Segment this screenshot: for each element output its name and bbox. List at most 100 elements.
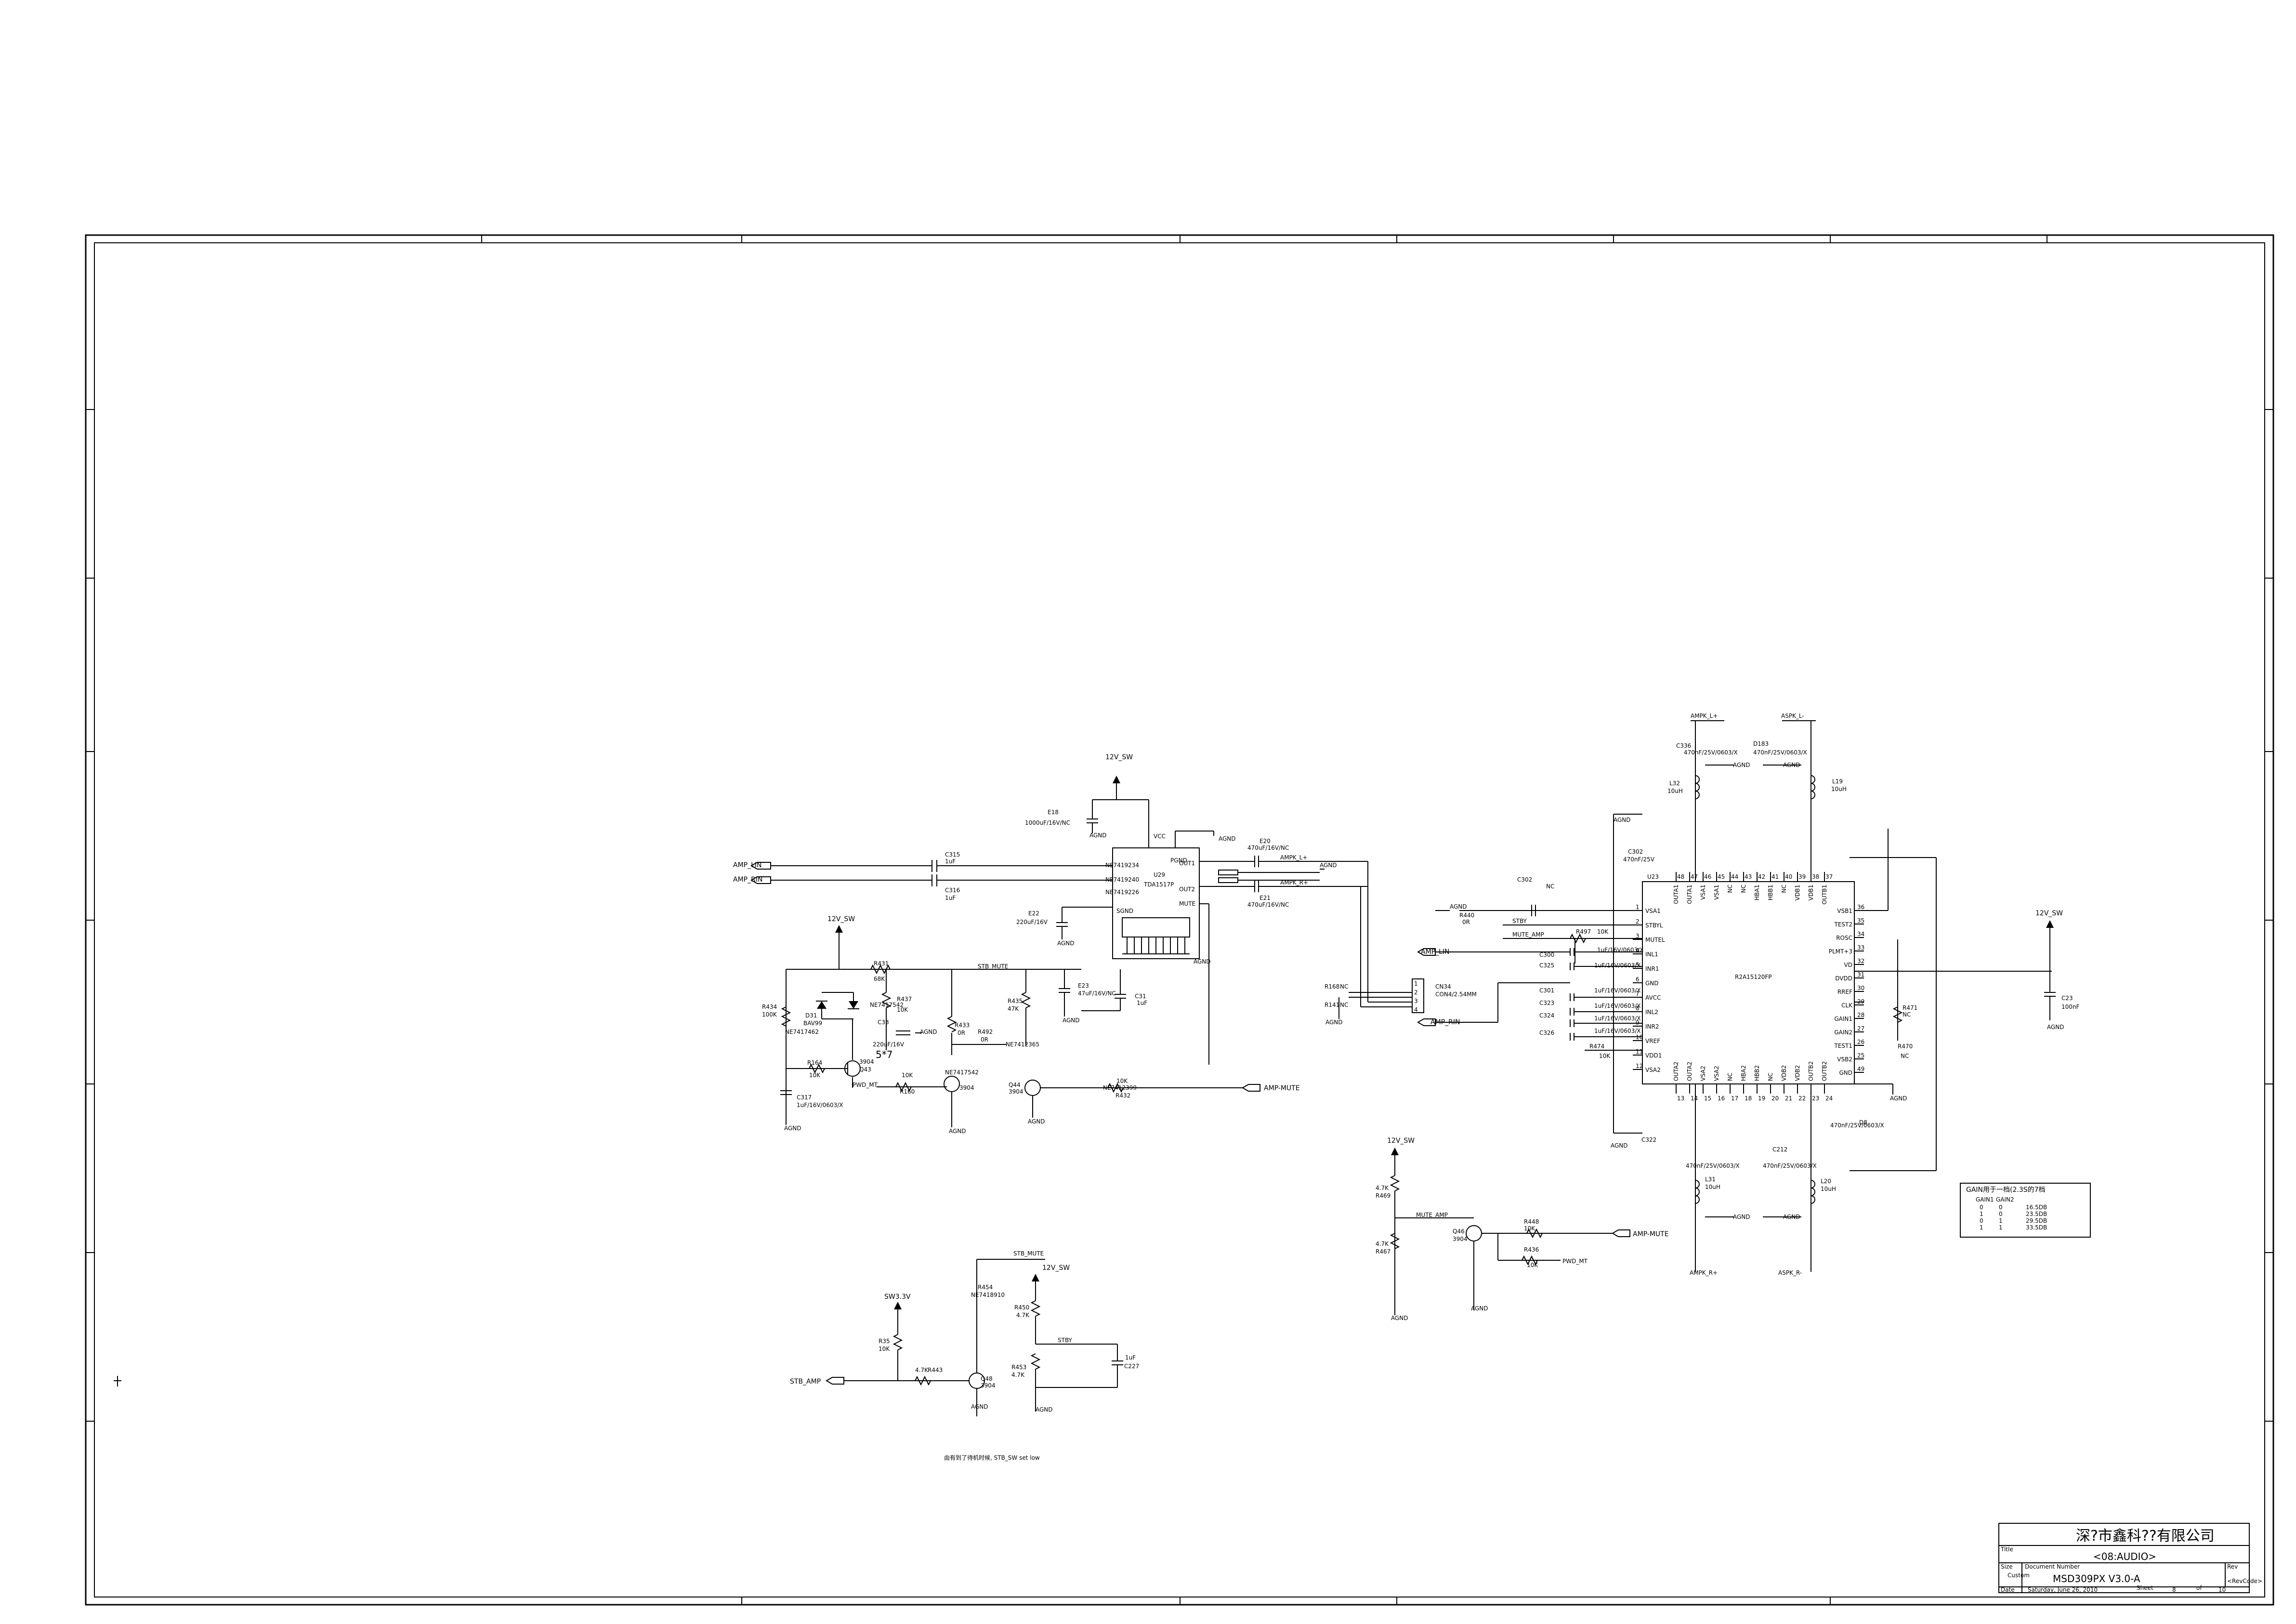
r440-ref: R440 [1459,912,1474,919]
u23-bottom-pin-name: VSA2 [1700,1066,1706,1081]
rev-label: Rev [2227,1563,2238,1570]
gnd-label: AGND [1057,940,1075,947]
u23-right-pin-name: TEST1 [1834,1043,1853,1049]
q43-ref: Q43 [859,1066,871,1073]
u23-left-pin-num: 8 [1636,1005,1640,1012]
q43b-net: NE7417542 [945,1069,979,1076]
gnd-label: AGND [1471,1305,1488,1312]
supply-12v-label: 12V_SW [1042,1264,1070,1272]
u23-bottom-pin-name: VSA2 [1713,1066,1720,1081]
q43-net: NE7417542 [870,1002,904,1008]
q44-ref: Q44 [1009,1082,1021,1088]
u23-top-pin-num: 37 [1825,873,1833,880]
d8-ref: D8 [1859,1119,1867,1126]
c324-ref: C324 [1539,1012,1554,1019]
u23-top-pin-name: VDB1 [1808,885,1814,900]
of-label: of [2196,1584,2202,1591]
gnd-label: AGND [784,1125,801,1132]
c227-ref: C227 [1124,1363,1139,1370]
ampk-l-top-label: AMPK_L+ [1691,713,1718,719]
r168-value: NC [1340,983,1348,990]
u23-part: R2A15120FP [1735,974,1772,980]
pwd-mt-label: PWD_MT [853,1082,878,1088]
u23-top-pin-num: 48 [1677,873,1684,880]
c326-value: 1uF/16V/0603/X [1594,1028,1641,1034]
u23-right-pin-name: CLK [1841,1002,1853,1009]
diode-icon [849,1001,858,1009]
c301-value: 1uF/16V/0603/X [1594,987,1641,994]
u23-left-pin-num: 7 [1636,990,1640,997]
r497-value: 10K [1597,928,1609,935]
r141-value: NC [1340,1002,1348,1008]
u23-bottom-pin-num: 21 [1785,1095,1792,1102]
c323-value: 1uF/16V/0603/X [1594,1003,1641,1009]
d31-value: BAV99 [803,1020,822,1027]
r492-ref: R492 [978,1029,993,1035]
r453-ref: R453 [1011,1364,1026,1371]
r433-value: 0R [958,1030,965,1036]
stb-mute-label: STB_MUTE [978,963,1008,970]
u23-bottom-pin-num: 16 [1718,1095,1725,1102]
r435-value: 47K [1008,1005,1019,1012]
u23-top-pin-num: 40 [1785,873,1792,880]
u23-bottom-pin-name: HBB2 [1754,1065,1760,1081]
transistor-icon [1024,1080,1041,1096]
cn34-ref: CN34 [1435,983,1451,990]
u23-left-pin-name: INR1 [1645,965,1659,972]
amp-lin-label: AMP_LIN [733,861,762,869]
u23-right-pin-num: 28 [1857,1012,1864,1018]
u23-left-pin-name: INL1 [1645,951,1658,958]
u23-top-pin-name: OUTA1 [1686,885,1693,904]
u23-left-pin-num: 4 [1636,947,1640,954]
r454-ref: R454 [978,1284,993,1291]
connector-section: 1 2 3 4 CN34 CON4/2.54MM R168 NC R141 NC… [1325,978,1477,1026]
c315-value: 1uF [945,858,956,865]
e23-value: 47uF/16V/NC [1078,990,1116,997]
company-name: 深?市鑫科??有限公司 [2076,1528,2215,1545]
gain-row-1-b: 0 [1999,1204,2003,1211]
u23-left-pin-name: GND [1645,980,1659,987]
u23-top-pin-name: OUTB1 [1821,885,1828,904]
gnd-label: AGND [920,1029,937,1035]
gain-table: GAIN用于一档(2.3S的7档 GAIN1 GAIN2 0 0 16.5DB … [1960,1183,2091,1238]
r432-ref: R432 [1115,1092,1130,1099]
u23-top-pin-num: 43 [1745,873,1752,880]
u23-top-pin-num: 38 [1812,873,1819,880]
u23-top-pin-num: 41 [1771,873,1779,880]
r467-ref: R467 [1376,1248,1391,1255]
net-2399: NE7412399 [1103,1084,1137,1091]
u23-top-pin-num: 42 [1758,873,1765,880]
r160-value: 10K [902,1072,913,1079]
l32-ref: L32 [1669,780,1680,787]
gain-row-3-a: 0 [1980,1217,1983,1224]
r448-ref: R448 [1524,1218,1539,1225]
u23-right-pin-num: 30 [1857,985,1864,991]
d31-net: NE7417462 [785,1029,819,1035]
u23-right-pin-num: 49 [1857,1066,1864,1072]
mute-amp2-label: MUTE_AMP [1416,1212,1448,1218]
r470-ref: R470 [1898,1043,1913,1050]
l31-ref: L31 [1705,1176,1716,1183]
aspk-l-top-label: ASPK_L- [1781,713,1804,719]
u23-top-pin-num: 44 [1731,873,1738,880]
u23-left-pin-num: 1 [1636,904,1640,911]
q43b-value: 3904 [959,1084,974,1091]
u23-top-pin-num: 45 [1718,873,1725,880]
q48-value: 3904 [981,1382,996,1389]
r443-value: 4.7K [915,1367,929,1373]
u23-top-pin-name: VSA1 [1700,885,1706,900]
date-value: Saturday, June 26, 2010 [2028,1586,2098,1593]
c31-value: 1uF [1137,1000,1147,1006]
r470-value: NC [1901,1053,1909,1059]
ic-pin-vcc: VCC [1154,833,1166,840]
power-arrow-icon [1391,1148,1399,1155]
r469-ref: R469 [1376,1192,1391,1199]
c316-value: 1uF [945,895,956,901]
u23-right-pin-name: TEST2 [1834,921,1853,928]
u23-right-pin-num: 32 [1857,958,1864,964]
c322-value: 470nF/25V/0603/X [1686,1162,1740,1169]
ic-ref: U29 [1154,871,1165,878]
rev-value: <RevCode> [2227,1578,2262,1584]
u23-right-pin-num: 33 [1857,944,1864,951]
u23-bottom-pin-name: OUTA2 [1673,1062,1679,1081]
